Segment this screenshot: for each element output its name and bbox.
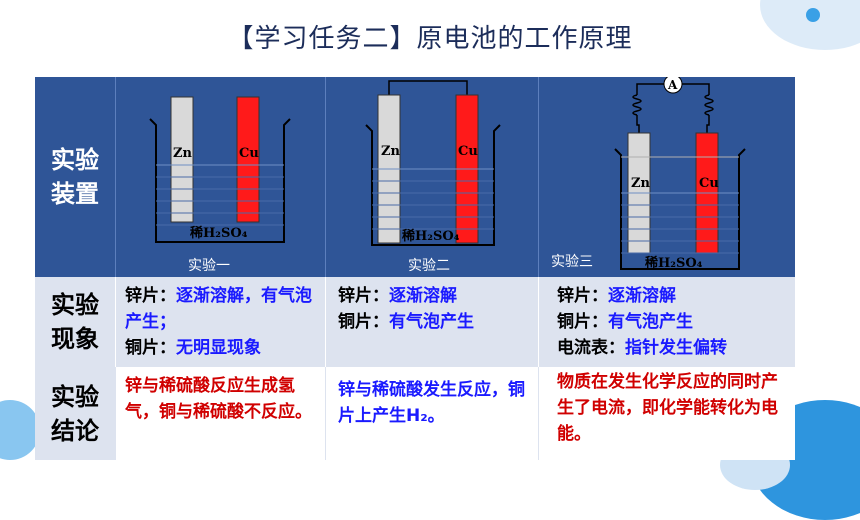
phenomenon-line-2-2: 铜片：有气泡产生 — [338, 309, 532, 335]
apparatus-cell-2: Zn Cu 稀H₂SO₄ 实验二 — [325, 77, 538, 277]
solution-label-3: 稀H₂SO₄ — [645, 255, 703, 271]
solution-label-2: 稀H₂SO₄ — [402, 228, 460, 244]
decor-bubble-top-right-small — [806, 8, 820, 22]
beaker-diagram-3: A Zn Cu 稀H₂SO₄ — [614, 74, 746, 271]
phenomenon-cell-2: 锌片：逐渐溶解 铜片：有气泡产生 — [325, 277, 538, 367]
electrode-label-zn-2: Zn — [381, 144, 400, 159]
page-title: 【学习任务二】原电池的工作原理 — [227, 24, 633, 54]
conclusion-cell-2: 锌与稀硫酸发生反应，铜片上产生H₂。 — [325, 367, 538, 460]
phenomenon-label: 铜片： — [125, 338, 176, 358]
experiment-caption-3: 实验三 — [551, 254, 593, 270]
ammeter-icon: A — [667, 78, 678, 92]
row-header-conclusion: 实验结论 — [35, 367, 115, 460]
electrode-label-zn-3: Zn — [631, 176, 650, 191]
phenomenon-value: 有气泡产生 — [608, 312, 693, 332]
phenomenon-value: 有气泡产生 — [389, 312, 474, 332]
phenomenon-line-2-1: 锌片：逐渐溶解 — [338, 283, 532, 309]
electrode-label-zn-1: Zn — [173, 146, 192, 161]
phenomenon-label: 锌片： — [338, 286, 389, 306]
phenomenon-line-3-3: 电流表：指针发生偏转 — [557, 335, 789, 361]
phenomenon-cell-3: 锌片：逐渐溶解 铜片：有气泡产生 电流表：指针发生偏转 — [538, 277, 795, 367]
phenomenon-value: 逐渐溶解 — [389, 286, 457, 306]
phenomenon-line-1-1: 锌片：逐渐溶解，有气泡产生； — [125, 283, 319, 335]
conclusion-text-3: 物质在发生化学反应的同时产生了电流，即化学能转化为电能。 — [557, 372, 778, 444]
phenomenon-label: 电流表： — [557, 338, 625, 358]
experiment-caption-1: 实验一 — [188, 258, 230, 274]
phenomenon-line-1-2: 铜片：无明显现象 — [125, 335, 319, 361]
phenomenon-value: 逐渐溶解，有气泡产生； — [125, 286, 312, 332]
phenomenon-line-3-1: 锌片：逐渐溶解 — [557, 283, 789, 309]
row-header-phenomenon-label: 实验现象 — [51, 291, 99, 353]
phenomenon-label: 锌片： — [125, 286, 176, 306]
electrode-label-cu-3: Cu — [699, 176, 719, 191]
apparatus-cell-1: Zn Cu 稀H₂SO₄ 实验一 — [115, 77, 325, 277]
electrode-label-cu-1: Cu — [239, 146, 259, 161]
beaker-diagram-2: Zn Cu 稀H₂SO₄ — [365, 80, 501, 246]
conclusion-cell-1: 锌与稀硫酸反应生成氢气，铜与稀硫酸不反应。 — [115, 367, 325, 460]
phenomenon-cell-1: 锌片：逐渐溶解，有气泡产生； 铜片：无明显现象 — [115, 277, 325, 367]
beaker-diagram-1: Zn Cu 稀H₂SO₄ — [149, 96, 291, 243]
phenomenon-label: 铜片： — [557, 312, 608, 332]
phenomenon-value: 指针发生偏转 — [625, 338, 727, 358]
row-header-conclusion-label: 实验结论 — [51, 382, 99, 445]
apparatus-cell-3: A Zn Cu 稀H₂SO₄ 实验三 — [538, 74, 795, 277]
row-header-apparatus: 实验装置 — [35, 77, 115, 277]
phenomenon-value: 无明显现象 — [176, 338, 261, 358]
phenomenon-label: 铜片： — [338, 312, 389, 332]
solution-label-1: 稀H₂SO₄ — [190, 225, 248, 241]
row-header-apparatus-label: 实验装置 — [51, 146, 99, 208]
row-header-phenomenon: 实验现象 — [35, 277, 115, 367]
phenomenon-label: 锌片： — [557, 286, 608, 306]
electrode-label-cu-2: Cu — [458, 144, 478, 159]
decor-bubble-left — [0, 400, 40, 460]
phenomenon-line-3-2: 铜片：有气泡产生 — [557, 309, 789, 335]
experiment-table: 实验装置 Zn Cu 稀H₂SO₄ 实验一 — [35, 74, 795, 460]
conclusion-text-2: 锌与稀硫酸发生反应，铜片上产生H₂。 — [338, 380, 525, 426]
conclusion-text-1: 锌与稀硫酸反应生成氢气，铜与稀硫酸不反应。 — [125, 376, 312, 422]
phenomenon-value: 逐渐溶解 — [608, 286, 676, 306]
experiment-caption-2: 实验二 — [408, 258, 450, 274]
conclusion-cell-3: 物质在发生化学反应的同时产生了电流，即化学能转化为电能。 — [538, 367, 795, 460]
